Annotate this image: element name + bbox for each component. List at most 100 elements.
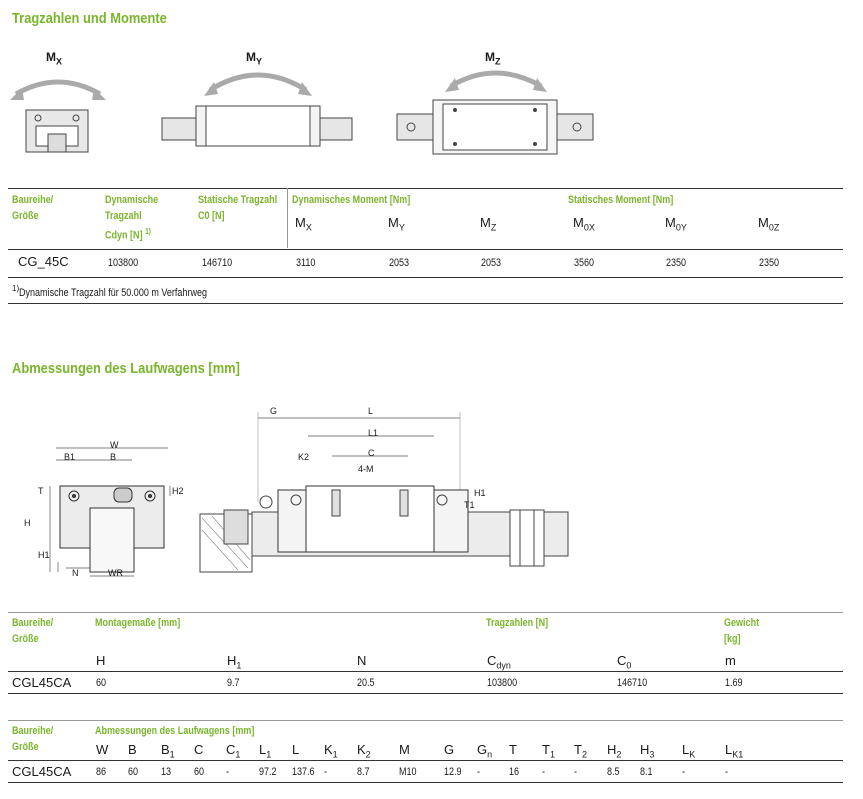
t3-sym-c: C [194,742,204,757]
t3-val-t1: - [542,766,546,778]
t2-sym-cdyn: Cdyn [487,653,511,671]
t3-sym-k1: K1 [324,742,338,760]
t2-sym-h: H [96,653,106,668]
t3-val-h2: 8.5 [607,766,620,778]
t3-val-g: 12.9 [444,766,462,778]
t1-dyn-tragzahl-header: Dynamische Tragzahl Cdyn [N] 1) [105,194,159,242]
xs-label-t: T [38,486,44,496]
t1-stat-tragzahl-header: Statische Tragzahl C0 [N] [198,194,278,222]
t3-val-b1: 13 [161,766,172,778]
t1-row-m0x: 3560 [574,257,595,269]
t3-val-lk: - [682,766,686,778]
t3-sym-lk1: LK1 [725,742,744,760]
t3-val-lk1: - [725,766,729,778]
t3-val-b: 60 [128,766,139,778]
t3-sym-gn: Gn [477,742,493,760]
table1-top-rule [8,188,843,189]
sv-label-h1: H1 [474,488,486,498]
xs-label-n: N [72,568,79,578]
t3-sym-h2: H2 [607,742,622,760]
mz-drawing [396,70,594,155]
t2-row-c0: 146710 [617,677,648,689]
t3-sym-m: M [399,742,410,757]
t2-baureihe-header: Baureihe/ Größe [12,617,54,645]
xs-label-b1: B1 [64,452,76,462]
t1-stat-moment-header: Statisches Moment [Nm] [568,194,674,206]
t3-sym-w: W [96,742,109,757]
t2-row-h: 60 [96,677,107,689]
t1-row-m0z: 2350 [759,257,780,269]
table3-top-rule [8,720,843,721]
table2-top-rule [8,612,843,613]
section-title-abmessungen: Abmessungen des Laufwagens [mm] [12,360,240,377]
sv-label-4m: 4-M [358,464,374,474]
sv-label-l: L [368,406,374,416]
t3-val-h3: 8.1 [640,766,653,778]
t1-row-m0y: 2350 [666,257,687,269]
xs-label-h: H [24,518,31,528]
t3-val-w: 86 [96,766,107,778]
sv-label-k2: K2 [298,452,310,462]
t3-sym-c1: C1 [226,742,241,760]
sv-label-l1: L1 [368,428,379,438]
t1-sym-mz: MZ [480,215,497,233]
t1-footnote: 1)Dynamische Tragzahl für 50.000 m Verfa… [12,284,208,299]
my-label: MY [246,50,263,67]
t2-sym-m: m [725,653,736,668]
t3-sym-l: L [292,742,300,757]
mz-diagram: MZ [395,48,595,158]
side-view-drawing: G L L1 K2 C 4-M H1 T1 [198,402,573,582]
mz-label: MZ [485,50,501,67]
t2-gewicht-header: Gewicht [kg] [724,617,760,645]
t3-val-c1: - [226,766,230,778]
t2-row-m: 1.69 [725,677,743,689]
t1-sym-mx: MX [295,215,312,233]
cross-section-drawing: W B1 B T H H1 H2 N WR [24,438,186,583]
t2-sym-c0: C0 [617,653,632,671]
mx-label: MX [46,50,63,67]
xs-label-w: W [110,440,119,450]
t1-row-my: 2053 [389,257,410,269]
t3-val-c: 60 [194,766,205,778]
t1-sym-m0x: M0X [573,215,595,233]
t2-sym-h1: H1 [227,653,242,671]
t3-val-t2: - [574,766,578,778]
t3-sym-k2: K2 [357,742,371,760]
t1-row-name: CG_45C [18,254,69,269]
t1-sym-m0y: M0Y [665,215,687,233]
table1-row-rule [8,277,843,278]
xs-label-h2: H2 [172,486,184,496]
t1-sym-m0z: M0Z [758,215,780,233]
table3-header-rule [8,760,843,761]
table1-divider [287,188,288,248]
t1-row-c0: 146710 [202,257,233,269]
t3-sym-lk: LK [682,742,696,760]
my-diagram: MY [160,48,355,158]
t3-sym-g: G [444,742,455,757]
table1-header-rule [8,249,843,250]
t3-val-m: M10 [399,766,417,778]
table2-bottom-rule [8,693,843,694]
t2-sym-n: N [357,653,367,668]
table1-bottom-rule [8,303,843,304]
t3-val-l1: 97.2 [259,766,277,778]
t3-sym-t1: T1 [542,742,555,760]
t1-dyn-moment-header: Dynamisches Moment [Nm] [292,194,411,206]
t3-sym-t2: T2 [574,742,587,760]
table3-bottom-rule [8,782,843,783]
t1-row-mx: 3110 [296,257,316,269]
mx-drawing [10,79,106,153]
t3-sym-b: B [128,742,137,757]
t2-montage-header: Montagemaße [mm] [95,617,181,629]
t3-val-k1: - [324,766,328,778]
table2-header-rule [8,671,843,672]
t3-val-l: 137.6 [292,766,315,778]
t2-row-cdyn: 103800 [487,677,518,689]
sv-label-c: C [368,448,375,458]
mx-diagram: MX [8,48,108,158]
t3-val-k2: 8.7 [357,766,370,778]
my-drawing [161,72,353,147]
xs-label-b: B [110,452,117,462]
t3-baureihe-header: Baureihe/ Größe [12,725,54,753]
t2-row-n: 20.5 [357,677,375,689]
